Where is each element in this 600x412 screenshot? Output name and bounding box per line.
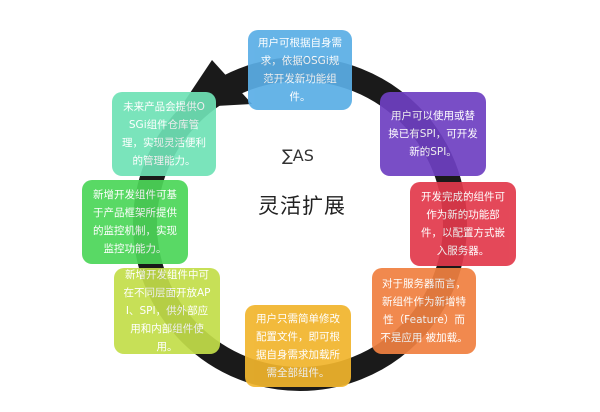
card-spi-replace: 用户可以使用或替换已有SPI，可开发新的SPI。 bbox=[380, 92, 486, 176]
card-text: 新增开发组件可基于产品框架所提供的监控机制，实现监控功能力。 bbox=[93, 189, 177, 255]
card-text: 用户可以使用或替换已有SPI，可开发新的SPI。 bbox=[388, 110, 478, 158]
logo-text: ∑AS bbox=[282, 146, 314, 165]
card-text: 用户只需简单修改配置文件，即可根据自身需求加载所需全部组件。 bbox=[256, 313, 340, 379]
center-title: 灵活扩展 bbox=[258, 194, 346, 218]
card-open-api-spi: 新增开发组件中可在不同层面开放API、SPI，供外部应用和内部组件使用。 bbox=[114, 268, 220, 354]
card-component-repository: 未来产品会提供OSGi组件仓库管理，实现灵活便利的管理能力。 bbox=[112, 92, 216, 176]
card-text: 未来产品会提供OSGi组件仓库管理，实现灵活便利的管理能力。 bbox=[122, 101, 206, 167]
card-monitoring: 新增开发组件可基于产品框架所提供的监控机制，实现监控功能力。 bbox=[82, 180, 188, 264]
card-develop-new-component: 用户可根据自身需求，依据OSGi规范开发新功能组件。 bbox=[248, 30, 352, 110]
card-text: 新增开发组件中可在不同层面开放API、SPI，供外部应用和内部组件使用。 bbox=[123, 269, 211, 353]
card-text: 对于服务器而言，新组件作为新增特性（Feature）而不是应用 被加载。 bbox=[380, 278, 468, 344]
card-text: 用户可根据自身需求，依据OSGi规范开发新功能组件。 bbox=[258, 37, 342, 103]
card-config-file: 用户只需简单修改配置文件，即可根据自身需求加载所需全部组件。 bbox=[245, 305, 351, 387]
card-text: 开发完成的组件可作为新的功能部件，以配置方式嵌入服务器。 bbox=[421, 191, 505, 257]
card-embed-component: 开发完成的组件可作为新的功能部件，以配置方式嵌入服务器。 bbox=[410, 182, 516, 266]
card-feature-loading: 对于服务器而言，新组件作为新增特性（Feature）而不是应用 被加载。 bbox=[372, 268, 476, 354]
